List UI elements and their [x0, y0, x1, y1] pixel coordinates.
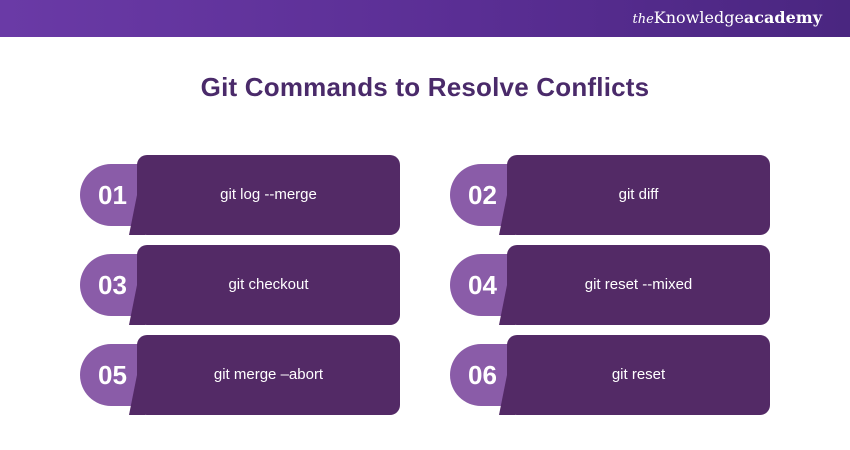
- command-label-box: git diff: [507, 155, 770, 235]
- command-label-box: git reset --mixed: [507, 245, 770, 325]
- command-card-01: 01 git log --merge: [80, 155, 400, 235]
- command-card-04: 04 git reset --mixed: [450, 245, 770, 325]
- brand-the: the: [632, 12, 654, 27]
- command-label: git reset --mixed: [584, 276, 693, 293]
- command-label-box: git reset: [507, 335, 770, 415]
- number-badge-text: 02: [468, 180, 497, 210]
- command-label-box: git log --merge: [137, 155, 400, 235]
- command-card-05: 05 git merge –abort: [80, 335, 400, 415]
- command-label: git checkout: [228, 276, 309, 293]
- command-label: git log --merge: [220, 186, 317, 203]
- number-badge-text: 05: [98, 360, 127, 390]
- number-badge-text: 01: [98, 180, 127, 210]
- number-badge-text: 03: [98, 270, 127, 300]
- command-label-box: git merge –abort: [137, 335, 400, 415]
- command-card-02: 02 git diff: [450, 155, 770, 235]
- command-card-06: 06 git reset: [450, 335, 770, 415]
- number-badge-text: 06: [468, 360, 497, 390]
- brand-logo: theKnowledgeacademy: [633, 9, 823, 29]
- page-title: Git Commands to Resolve Conflicts: [200, 72, 650, 102]
- command-label: git merge –abort: [213, 366, 324, 383]
- brand-knowledge: Knowledge: [653, 8, 744, 27]
- command-label: git reset: [611, 366, 666, 383]
- command-card-03: 03 git checkout: [80, 245, 400, 325]
- command-label-box: git checkout: [137, 245, 400, 325]
- number-badge-text: 04: [468, 270, 497, 300]
- header-bar: theKnowledgeacademy: [0, 0, 850, 37]
- brand-academy: academy: [743, 8, 822, 27]
- command-label: git diff: [618, 186, 659, 203]
